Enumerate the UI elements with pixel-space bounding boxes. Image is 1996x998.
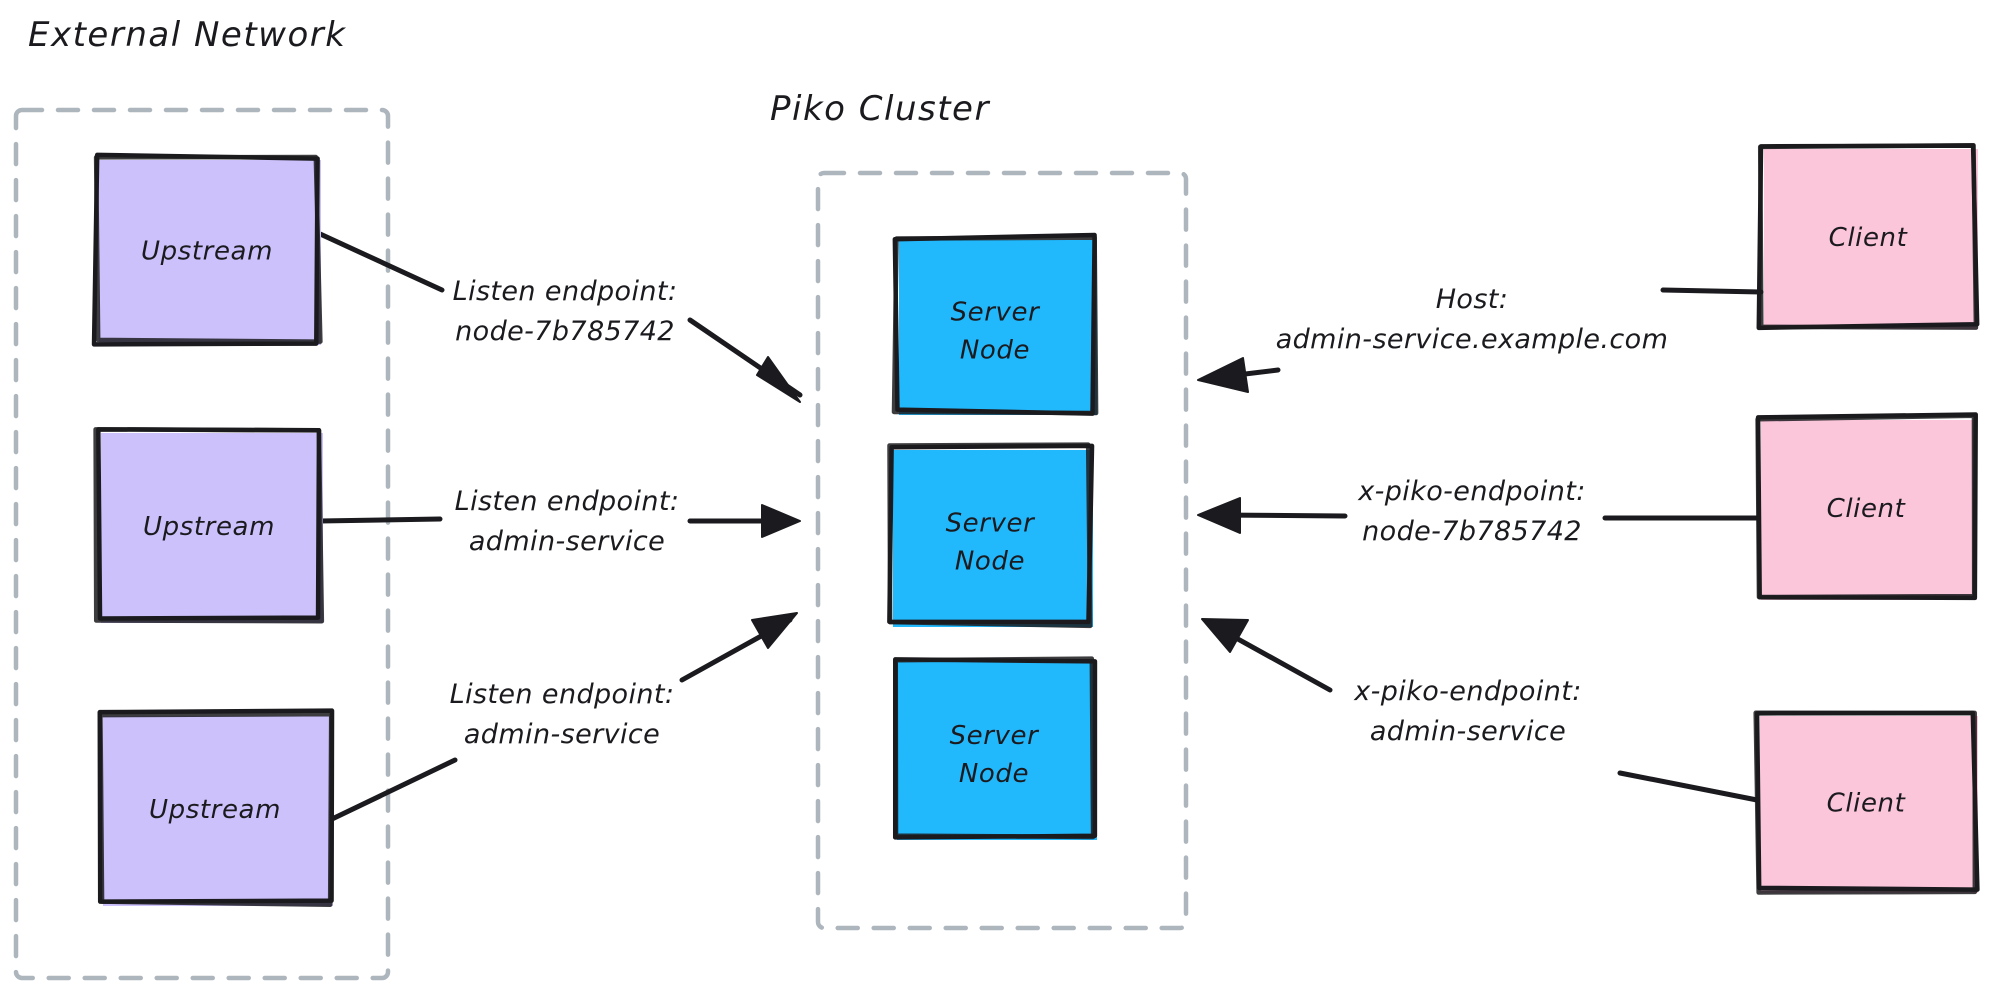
node-upstream-3[interactable]: Upstream (97, 708, 335, 907)
node-label: Client (1827, 494, 1906, 524)
edge-label-line1: x-piko-endpoint: (1357, 476, 1585, 507)
node-label: Server (951, 298, 1042, 328)
edge-edge-client-3: x-piko-endpoint: admin-service (1201, 618, 1760, 803)
group-external-network: External Network (13, 15, 391, 981)
node-label: Upstream (141, 237, 273, 267)
edge-label-line2: admin-service (1370, 716, 1566, 747)
edge-segment-1 (1660, 287, 1764, 295)
node-client-1[interactable]: Client (1756, 143, 1980, 331)
arrow-head-icon (1197, 357, 1249, 393)
node-fill (99, 160, 321, 345)
edge-edge-client-2: x-piko-endpoint: node-7b785742 (1197, 476, 1761, 547)
node-fill (1761, 420, 1977, 600)
edge-label-line1: x-piko-endpoint: (1353, 676, 1581, 707)
external-network-title: External Network (28, 15, 346, 55)
node-fill (899, 240, 1097, 415)
node-label: Client (1829, 223, 1908, 253)
edge-edge-upstream-1: Listen endpoint: node-7b785742 (315, 230, 803, 403)
node-outline-second-pass (93, 427, 325, 624)
node-outline-second-pass (1757, 143, 1979, 330)
node-fill (897, 662, 1097, 840)
node-label-line2: Node (960, 336, 1030, 366)
node-client-3[interactable]: Client (1753, 710, 1980, 895)
node-fill (1760, 716, 1978, 893)
edge-edge-upstream-3: Listen endpoint: admin-service (327, 612, 798, 823)
node-outline-second-pass (891, 235, 1099, 416)
edge-segment-1 (1617, 770, 1760, 803)
edge-label-line2: admin-service.example.com (1276, 324, 1669, 355)
group-piko-cluster: Piko Cluster (770, 89, 1189, 931)
edge-edge-client-1: Host: admin-service.example.com (1197, 284, 1764, 393)
edge-segment-1 (327, 757, 458, 823)
external-network-boundary (13, 107, 391, 981)
node-outline-second-pass (1753, 710, 1978, 895)
edge-label-line1: Host: (1436, 284, 1509, 315)
node-outline-second-pass (887, 442, 1093, 629)
piko-cluster-title: Piko Cluster (770, 89, 990, 129)
node-label: Client (1827, 789, 1906, 819)
node-upstream-2[interactable]: Upstream (93, 427, 325, 624)
arrow-head-icon (751, 612, 798, 649)
node-outline-second-pass (98, 711, 334, 907)
nodes-layer: UpstreamUpstreamUpstreamServerNodeServer… (91, 143, 1980, 907)
edge-label-line2: admin-service (464, 719, 660, 750)
node-fill (893, 450, 1093, 627)
node-outline-second-pass (1755, 413, 1977, 600)
node-fill (103, 716, 333, 906)
arrow-head-icon (1197, 497, 1241, 534)
node-label-line2: Node (955, 547, 1025, 577)
edge-segment-1 (315, 230, 445, 293)
node-fill (1764, 149, 1978, 329)
node-label: Server (946, 509, 1037, 539)
node-fill (101, 433, 323, 623)
node-label: Server (950, 721, 1041, 751)
edge-label-line1: Listen endpoint: (450, 679, 675, 710)
piko-cluster-boundary (815, 170, 1189, 931)
edge-label-line2: node-7b785742 (455, 316, 675, 347)
node-client-2[interactable]: Client (1755, 412, 1978, 601)
edge-label-line2: node-7b785742 (1362, 516, 1582, 547)
node-outline-second-pass (893, 656, 1096, 840)
edge-label-line1: Listen endpoint: (453, 276, 678, 307)
edge-edge-upstream-2: Listen endpoint: admin-service (317, 486, 801, 557)
arrow-head-icon (756, 356, 801, 403)
arrow-head-icon (761, 504, 801, 538)
node-upstream-1[interactable]: Upstream (91, 152, 323, 347)
arrow-head-icon (1201, 618, 1249, 653)
edge-label-line1: Listen endpoint: (455, 486, 680, 517)
edge-label-line2: admin-service (469, 526, 665, 557)
node-label-line2: Node (959, 759, 1029, 789)
node-label: Upstream (149, 795, 281, 825)
node-label: Upstream (143, 512, 275, 542)
edge-segment-1 (317, 516, 443, 524)
node-outline-second-pass (93, 154, 323, 344)
